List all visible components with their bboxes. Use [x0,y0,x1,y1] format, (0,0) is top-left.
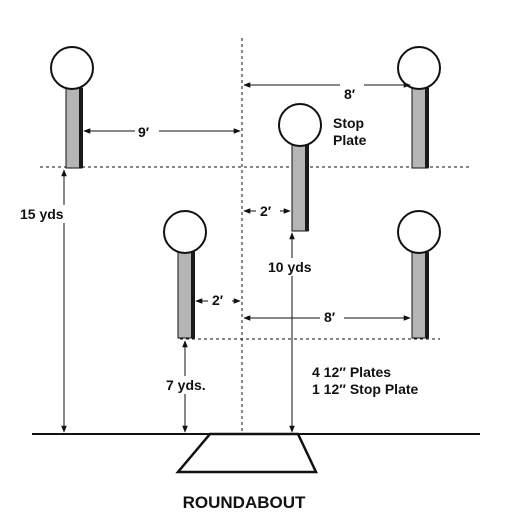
label-15yds: 15 yds [20,206,64,222]
label-plate: Plate [333,132,367,148]
diagram-title: ROUNDABOUT [183,493,306,512]
label-8ft-lower: 8′ [324,309,336,325]
plates-line-1: 4 12″ Plates [312,364,391,380]
shooting-box [175,432,318,474]
plates-line-2: 1 12″ Stop Plate [312,381,419,397]
label-2ft-lower: 2′ [212,292,224,308]
target-lower-left [163,210,207,339]
target-upper-right [397,46,441,169]
label-2ft-upper: 2′ [260,203,272,219]
label-10yds: 10 yds [268,259,312,275]
target-lower-right [397,210,441,339]
label-stop: Stop [333,115,364,131]
stop-plate-target [278,103,322,232]
label-9ft: 9′ [138,124,150,140]
label-7yds: 7 yds. [166,377,206,393]
label-8ft-top: 8′ [344,86,356,102]
target-upper-left [50,46,94,169]
